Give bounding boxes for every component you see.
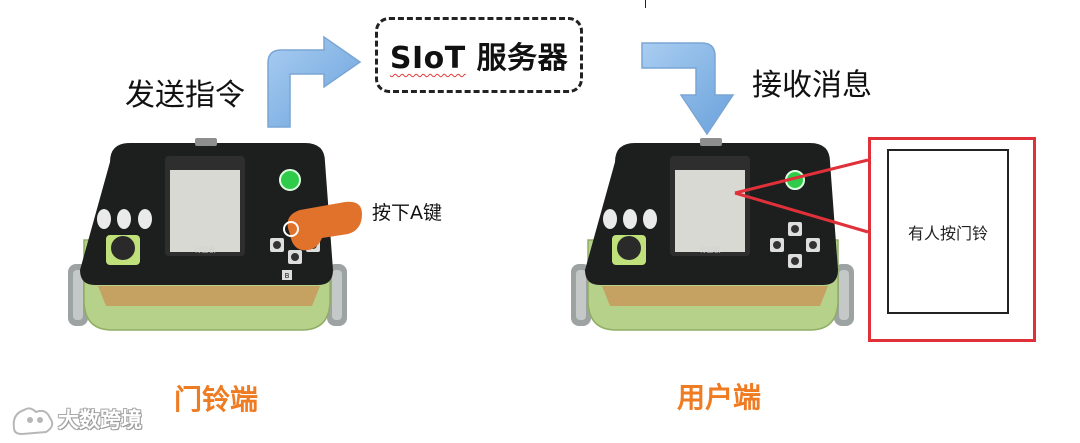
divider-line: [645, 0, 646, 8]
send-command-label: 发送指令: [125, 78, 245, 113]
receive-message-label: 接收消息: [752, 68, 872, 103]
watermark-logo-icon: [12, 407, 54, 436]
siot-server-box: SIoT 服务器: [375, 17, 583, 93]
watermark: 大数跨境: [10, 404, 142, 434]
doorbell-caption: 门铃端: [174, 383, 259, 416]
callout-line-bottom: [734, 191, 869, 234]
user-caption: 用户端: [677, 381, 762, 414]
message-text: 有人按门铃: [907, 223, 988, 243]
message-highlight-frame: [868, 137, 1036, 342]
receive-arrow: [641, 42, 735, 136]
watermark-text: 大数跨境: [58, 408, 142, 432]
server-name-suffix: 服务器: [465, 41, 569, 76]
board-brand-label: 行空板: [195, 245, 216, 254]
board-brand-label: 行空板: [700, 245, 721, 254]
button-b-label: B: [285, 272, 290, 280]
send-arrow: [267, 35, 362, 128]
callout-line-top: [734, 158, 869, 195]
server-title: SIoT 服务器: [390, 33, 568, 77]
user-robot: 行空板: [571, 138, 854, 331]
press-a-label: 按下A键: [372, 202, 442, 224]
server-name-siot: SIoT: [389, 41, 466, 76]
message-screen: 有人按门铃: [887, 149, 1009, 314]
doorbell-robot: 行空板 B: [68, 138, 362, 331]
